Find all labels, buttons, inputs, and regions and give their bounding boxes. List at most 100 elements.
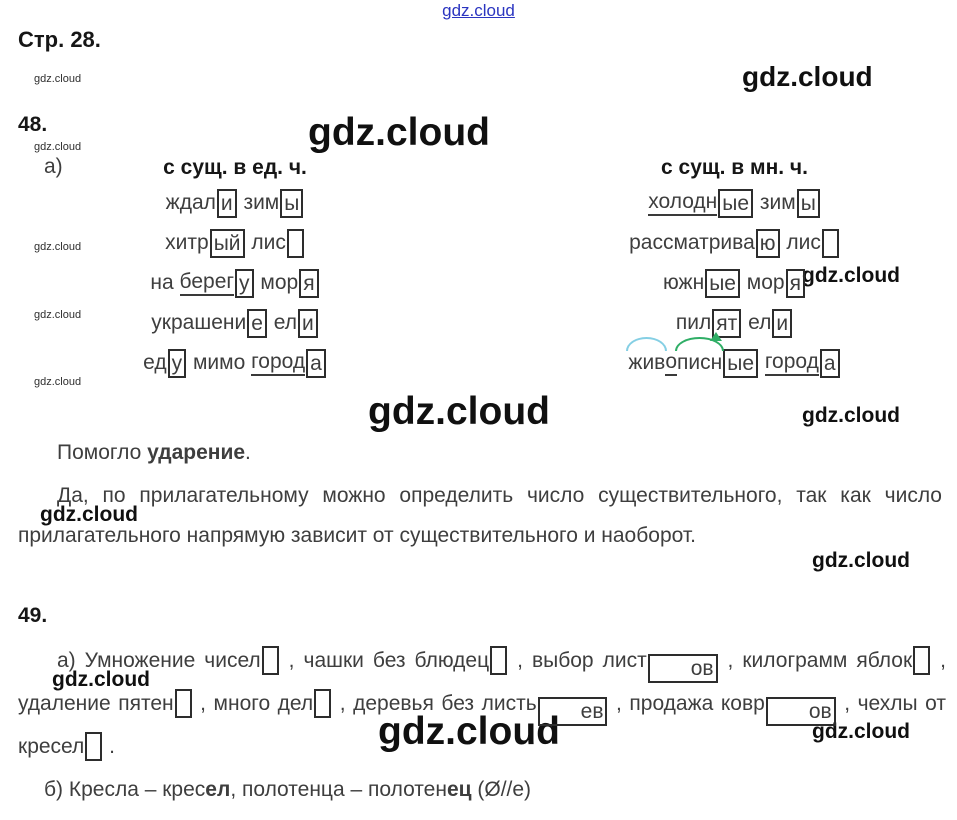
text-segment: , деревья без листь xyxy=(332,692,537,715)
gdzcloud-watermark: gdz.cloud xyxy=(802,404,900,427)
ending-box: а xyxy=(306,348,326,378)
zero-ending-box xyxy=(314,689,332,718)
ending-box: и xyxy=(297,308,318,338)
ending-box: ят xyxy=(712,308,742,338)
bold-text: ец xyxy=(446,778,472,801)
text-segment: мимо xyxy=(187,351,252,374)
text-segment: . xyxy=(245,441,251,464)
ending-box: ые xyxy=(705,268,740,298)
text-segment: хитр xyxy=(165,231,209,254)
ending-box: и xyxy=(772,308,793,338)
text-segment: . xyxy=(103,735,115,758)
gdzcloud-watermark: gdz.cloud xyxy=(812,720,910,743)
gdzcloud-watermark: gdz.cloud xyxy=(40,503,138,526)
underlined-morpheme: холодн xyxy=(648,190,718,216)
bold-text: ел xyxy=(205,778,231,801)
zero-ending-box xyxy=(286,228,304,258)
bold-text: ударение xyxy=(147,441,246,464)
ending-box: ый xyxy=(209,228,245,258)
text-segment: б) Кресла – крес xyxy=(44,778,206,801)
ending-box: у xyxy=(235,268,254,298)
text-segment: ел xyxy=(267,311,297,334)
text-segment: , килограмм яблок xyxy=(718,649,913,672)
text-segment: ед xyxy=(143,351,167,374)
ending-box: а xyxy=(819,348,840,378)
gdzcloud-watermark: gdz.cloud xyxy=(308,111,490,154)
exercise-49-part-b: б) Кресла – кресел, полотенца – полотене… xyxy=(44,778,531,802)
underlined-morpheme: город xyxy=(764,350,819,376)
ending-box: ю xyxy=(755,228,780,258)
exercise-49-part-a: а) Умножение чисел , чашки без блюдец , … xyxy=(18,640,946,768)
text-segment: на xyxy=(150,271,180,294)
gdzcloud-watermark: gdz.cloud xyxy=(34,241,82,253)
ending-box: я xyxy=(785,268,805,298)
zero-ending-box xyxy=(821,228,839,258)
text-segment: лис xyxy=(245,231,286,254)
plural-column-header: с сущ. в мн. ч. xyxy=(661,156,808,179)
gdzcloud-watermark: gdz.cloud xyxy=(34,73,82,85)
gdzcloud-watermark: gdz.cloud xyxy=(34,376,82,388)
ending-box: ев xyxy=(537,697,608,726)
root-arc-segment: писн xyxy=(675,332,725,374)
page-title: Стр. 28. xyxy=(18,27,101,52)
text-segment: украшени xyxy=(151,311,247,334)
text-segment: мор xyxy=(740,271,785,294)
text-segment: , удаление пятен xyxy=(18,649,947,715)
zero-ending-box xyxy=(261,646,279,675)
zero-ending-box xyxy=(174,689,192,718)
singular-column-header: с сущ. в ед. ч. xyxy=(163,156,307,179)
text-segment: Помогло xyxy=(57,441,148,464)
gdzcloud-watermark: gdz.cloud xyxy=(34,309,82,321)
ending-box: и xyxy=(216,188,237,218)
ending-box: ов xyxy=(647,654,718,683)
ending-box: ы xyxy=(796,188,820,218)
underlined-morpheme: город xyxy=(251,350,306,376)
text-segment: (Ø//е) xyxy=(471,778,532,801)
gdzcloud-watermark-link[interactable]: gdz.cloud xyxy=(442,1,515,20)
gdzcloud-watermark: gdz.cloud xyxy=(34,141,82,153)
text-segment: , выбор лист xyxy=(508,649,647,672)
zero-ending-box xyxy=(85,732,103,761)
gdzcloud-watermark: gdz.cloud xyxy=(812,549,910,572)
text-segment: южн xyxy=(663,271,705,294)
zero-ending-box xyxy=(913,646,931,675)
text-segment: рассматрива xyxy=(629,231,755,254)
text-segment: , чехлы от кресел xyxy=(18,692,946,758)
gdzcloud-watermark: gdz.cloud xyxy=(742,61,873,92)
answer-paragraph: Да, по прилагательному можно определить … xyxy=(18,484,942,547)
exercise-48-item-a-label: а) xyxy=(44,155,63,178)
text-segment: зим xyxy=(237,191,280,214)
text-segment: мор xyxy=(254,271,299,294)
text-segment: а) Умножение чисел xyxy=(57,649,261,672)
gdzcloud-watermark: gdz.cloud xyxy=(368,390,550,433)
ending-box: ов xyxy=(765,697,836,726)
text-segment: лис xyxy=(780,231,821,254)
helped-answer-line: Помогло ударение. xyxy=(57,441,251,465)
gdzcloud-watermark: gdz.cloud xyxy=(802,264,900,287)
ending-box: у xyxy=(167,348,187,378)
ending-box: я xyxy=(299,268,319,298)
ending-box: ые xyxy=(723,348,759,378)
text-segment: , много дел xyxy=(192,692,314,715)
exercise-49-number: 49. xyxy=(18,604,48,627)
gdzcloud-watermark: gdz.cloud xyxy=(378,710,560,753)
zero-ending-box xyxy=(490,646,508,675)
underlined-morpheme: о xyxy=(665,350,678,376)
ending-box: ые xyxy=(718,188,754,218)
ending-box: е xyxy=(247,308,267,338)
text-segment: зим xyxy=(754,191,796,214)
